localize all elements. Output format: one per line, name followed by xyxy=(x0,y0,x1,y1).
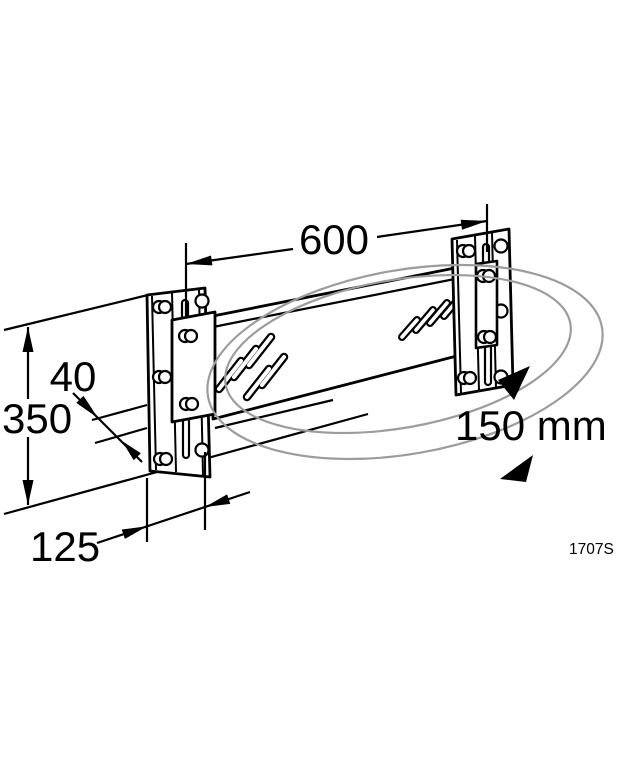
left-wall-bracket xyxy=(145,286,217,479)
left-screw-holes xyxy=(151,299,174,467)
range-arrowheads xyxy=(498,366,533,482)
dim-label-600: 600 xyxy=(299,216,369,263)
dim-125 xyxy=(96,452,251,545)
right-wall-bracket xyxy=(450,227,515,397)
arm-slots-left xyxy=(214,332,289,402)
support-arm xyxy=(211,261,482,421)
dim-125-arrow-right xyxy=(205,494,231,507)
swivel-range-ellipse-outer xyxy=(206,263,604,461)
dim-125-arrow-left xyxy=(121,526,147,539)
dim-600-arrow-right xyxy=(460,219,487,230)
rail-band-lines xyxy=(91,403,148,445)
dim-40-arrow-lower xyxy=(122,441,141,461)
dim-350 xyxy=(22,327,34,505)
dim-label-150mm: 150 mm xyxy=(455,402,607,449)
wall-mark-line xyxy=(214,398,334,430)
dim-350-arrow-up xyxy=(22,327,34,352)
right-rail-bolt-top xyxy=(493,238,509,254)
dim-600-arrow-left xyxy=(186,255,213,266)
dim-label-125: 125 xyxy=(30,523,100,570)
swivel-range-ellipse-inner xyxy=(224,273,572,435)
range-arrowhead-lower xyxy=(500,455,533,482)
drawing-code: 1707S xyxy=(569,541,614,558)
dim-350-arrow-down xyxy=(22,480,34,505)
right-screw-holes xyxy=(455,243,478,386)
left-rail-bolt-bottom xyxy=(194,442,210,458)
dim-label-350: 350 xyxy=(2,395,72,442)
dim-40-arrow-upper xyxy=(76,395,98,418)
wall-edge-top-line xyxy=(3,293,149,332)
left-rail-bolt-top xyxy=(194,293,210,309)
range-arrowhead-upper xyxy=(498,366,530,400)
swivel-arcs xyxy=(206,263,604,461)
dim-600 xyxy=(184,204,489,318)
dim-label-40: 40 xyxy=(50,353,97,400)
dim-40 xyxy=(72,392,143,463)
